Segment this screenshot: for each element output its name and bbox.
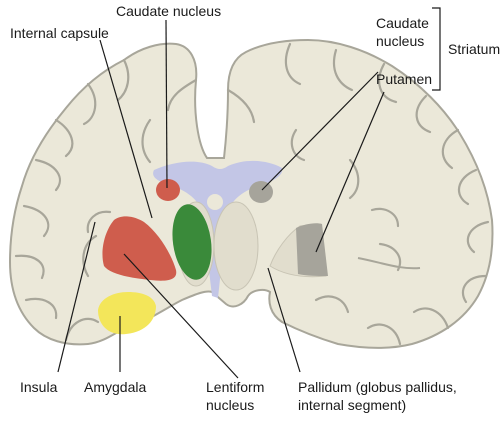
caudate-nucleus-right <box>249 181 273 203</box>
leader-insula <box>57 221 96 373</box>
caudate-nucleus-left <box>156 179 180 201</box>
globus-pallidus-left <box>172 204 212 280</box>
leader-caudate-top <box>165 19 168 189</box>
leader-lentiform <box>123 253 239 379</box>
gyral-folds <box>14 42 490 346</box>
label-caudate-right-line1: Caudate <box>376 15 429 31</box>
amygdala <box>98 292 156 335</box>
putamen-left <box>102 216 177 281</box>
leader-pallidum <box>267 267 301 373</box>
lateral-sulcus-right <box>357 257 421 270</box>
leader-lines <box>57 19 385 379</box>
fornix-gap <box>207 194 223 210</box>
label-caudate-nucleus-top: Caudate nucleus <box>116 3 221 19</box>
label-insula: Insula <box>20 379 58 395</box>
putamen-right <box>296 223 328 276</box>
leader-internal-capsule <box>99 39 153 219</box>
leader-caudate-right <box>261 71 379 191</box>
label-caudate-right-line2: nucleus <box>376 33 424 49</box>
thalamus-right <box>213 201 259 291</box>
striatum-bracket <box>432 7 441 91</box>
label-pallidum-line2: internal segment) <box>298 397 406 413</box>
label-lentiform-line1: Lentiform <box>206 379 264 395</box>
leader-putamen <box>315 91 385 253</box>
label-putamen: Putamen <box>376 71 432 87</box>
label-internal-capsule: Internal capsule <box>10 25 109 41</box>
label-lentiform-line2: nucleus <box>206 397 254 413</box>
label-amygdala: Amygdala <box>84 379 146 395</box>
label-striatum: Striatum <box>448 41 500 57</box>
label-pallidum-line1: Pallidum (globus pallidus, <box>298 379 457 395</box>
